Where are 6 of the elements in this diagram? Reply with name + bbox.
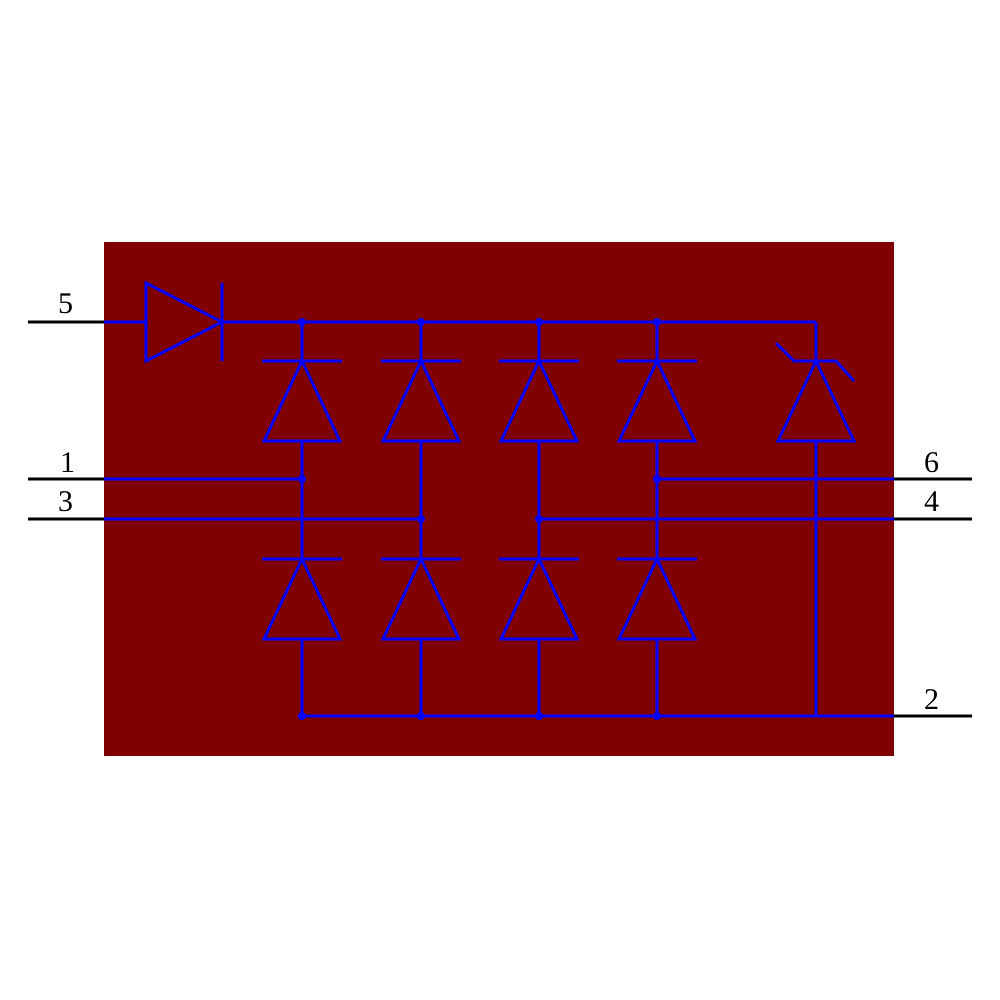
pin-number: 6 (924, 448, 939, 478)
pin-number: 1 (60, 448, 75, 478)
pin-number: 4 (924, 487, 939, 517)
pin-number: 2 (924, 685, 939, 715)
pin-number: 3 (58, 487, 73, 517)
pin-number: 5 (58, 289, 73, 319)
